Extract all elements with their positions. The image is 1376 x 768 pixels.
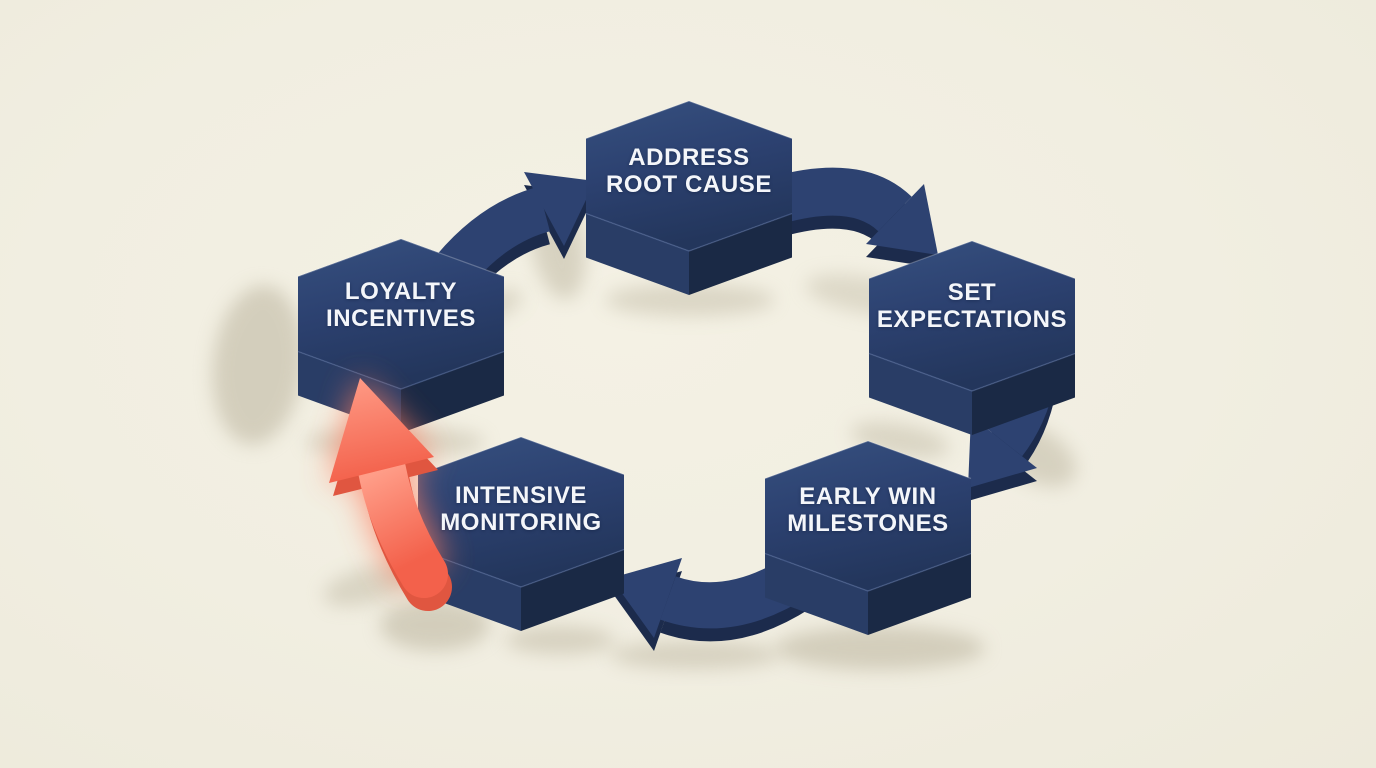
- hex-node-address-root-cause: [585, 100, 793, 295]
- hex-node-set-expectations: [868, 240, 1076, 435]
- hex-side-left: [869, 353, 972, 435]
- hex-side-right: [689, 213, 792, 295]
- hex-rim-light: [868, 240, 1076, 280]
- hex-rim-light: [764, 440, 972, 480]
- arrow-head: [866, 184, 938, 255]
- soft-shadow: [610, 641, 780, 669]
- arrow-address-to-expectations: [771, 167, 938, 268]
- arrow-band: [358, 446, 448, 598]
- hex-face: [418, 437, 624, 587]
- hex-side-left: [586, 213, 689, 295]
- arrow-head: [611, 558, 682, 638]
- hex-side-right: [401, 351, 504, 433]
- arrow-head: [524, 172, 595, 246]
- hex-edge-highlight: [585, 212, 793, 252]
- hex-rim-light: [417, 436, 625, 476]
- soft-shadow: [505, 626, 615, 654]
- hex-edge-highlight: [297, 350, 505, 390]
- hex-rim-light: [585, 100, 793, 140]
- hex-side-left: [765, 553, 868, 635]
- hex-rim-light: [297, 238, 505, 278]
- hex-side-right: [868, 553, 971, 635]
- hex-node-intensive-monitoring: [417, 436, 625, 631]
- arrow-monitoring-to-loyalty-highlighted: [329, 378, 452, 611]
- hex-edge-highlight: [417, 548, 625, 588]
- soft-shadow: [380, 599, 490, 651]
- hex-face: [298, 239, 504, 389]
- hex-face: [586, 101, 792, 251]
- arrow-head: [968, 416, 1037, 488]
- hex-edge-highlight: [764, 552, 972, 592]
- hex-node-early-win-milestones: [764, 440, 972, 635]
- soft-shadows: [212, 190, 1077, 670]
- hex-face: [765, 441, 971, 591]
- hex-edge-highlight: [868, 352, 1076, 392]
- arrow-head: [329, 378, 434, 483]
- arrow-band: [771, 167, 912, 233]
- hex-side-right: [972, 353, 1075, 435]
- soft-shadow: [605, 284, 775, 316]
- soft-shadow: [212, 285, 304, 445]
- hex-side-right: [521, 549, 624, 631]
- soft-shadow: [775, 626, 985, 670]
- hex-face: [869, 241, 1075, 391]
- hex-node-loyalty-incentives: [297, 238, 505, 433]
